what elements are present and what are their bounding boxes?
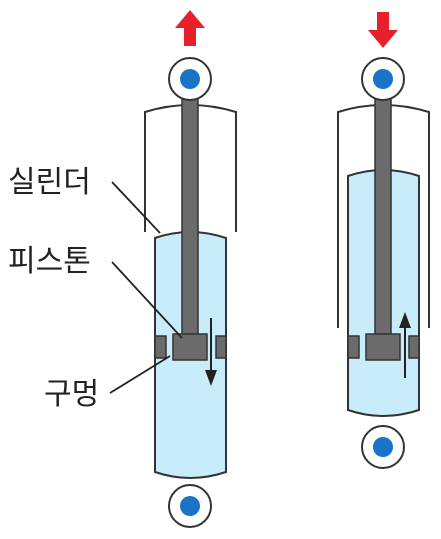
right-bottom-eye xyxy=(361,425,405,469)
left-piston-pad-left xyxy=(154,335,167,359)
right-shock-absorber xyxy=(337,12,430,469)
callouts: 실린더 피스톤 구멍 xyxy=(8,165,183,412)
left-piston xyxy=(172,333,208,361)
left-bottom-eye xyxy=(168,484,212,528)
label-hole: 구멍 xyxy=(44,377,99,412)
right-flow-arrow xyxy=(399,312,411,378)
leader-hole xyxy=(109,355,171,394)
right-top-eye xyxy=(361,57,405,101)
arrow-up-icon xyxy=(175,10,205,46)
right-piston-rod xyxy=(374,97,392,337)
label-cylinder: 실린더 xyxy=(8,165,91,200)
arrow-down-icon xyxy=(368,12,398,48)
right-piston-pad-right xyxy=(408,335,420,359)
leader-piston xyxy=(111,261,183,339)
left-shock-absorber xyxy=(144,10,237,528)
right-piston-pad-left xyxy=(347,335,360,359)
label-piston: 피스톤 xyxy=(8,244,91,279)
leader-cylinder xyxy=(111,181,161,234)
left-piston-rod xyxy=(181,97,199,337)
left-piston-pad-right xyxy=(215,335,227,359)
left-top-eye xyxy=(168,57,212,101)
left-flow-arrow xyxy=(205,318,217,386)
right-piston xyxy=(365,333,401,361)
